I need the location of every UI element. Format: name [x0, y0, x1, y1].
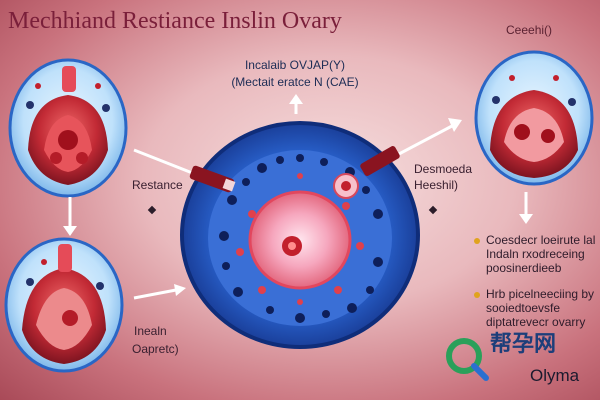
note-block-1: Coesdecr loeirute lal Indaln rxodreceing…	[486, 233, 595, 275]
watermark: 帮孕网 Olyma	[440, 330, 600, 390]
arrow-icon	[174, 284, 186, 296]
note1-line3: poosinerdieeb	[486, 261, 562, 275]
logo-icon	[446, 338, 489, 381]
ovary-label: Incalaib OVJAP(Y) (Mectait eratce N (CAE…	[215, 57, 375, 93]
arrow-icon	[448, 118, 462, 132]
note1-line2: Indaln rxodreceing	[486, 247, 585, 261]
panel-bottom-left	[4, 237, 124, 373]
label-inealn: Inealn	[134, 324, 167, 338]
arrow-icon	[133, 288, 177, 300]
label-restance: Restance	[132, 178, 183, 192]
note-block-2: Hrb picelneeciing by sooiedtoevsfe dipta…	[486, 287, 594, 329]
bullet-icon	[474, 238, 480, 244]
arrow-icon	[133, 148, 201, 178]
arrow-icon	[63, 226, 77, 236]
label-heeshil: Heeshil)	[414, 178, 459, 192]
arrow-icon	[519, 214, 533, 224]
note1-line1: Coesdecr loeirute lal	[486, 233, 596, 247]
label-oapretc: Oapretc)	[132, 342, 179, 356]
panel-top-left	[8, 58, 128, 198]
watermark-en: Olyma	[530, 366, 580, 385]
red-follicles	[236, 173, 364, 305]
bullet-icon	[474, 292, 480, 298]
corner-note: Ceeehi()	[506, 23, 553, 37]
note2-line2: sooiedtoevsfe	[486, 301, 561, 315]
watermark-cn: 帮孕网	[490, 331, 557, 356]
ovary-label-line1: Incalaib OVJAP(Y)	[244, 58, 346, 72]
tube-left	[189, 165, 236, 193]
note2-line3: diptatrevecr ovarry	[486, 315, 586, 329]
tube-right	[360, 146, 400, 176]
ovary-label-line2: (Mectait eratce N (CAE)	[231, 75, 359, 89]
note2-line1: Hrb picelneeciing by	[486, 287, 595, 301]
blue-cells	[219, 154, 383, 323]
central-ovary	[180, 121, 420, 349]
arrow-icon	[289, 94, 303, 104]
panel-top-right	[474, 50, 594, 186]
page-title: Mechhiand Restiance Inslin Ovary	[8, 8, 342, 34]
label-desmoeda: Desmoeda	[414, 162, 473, 176]
